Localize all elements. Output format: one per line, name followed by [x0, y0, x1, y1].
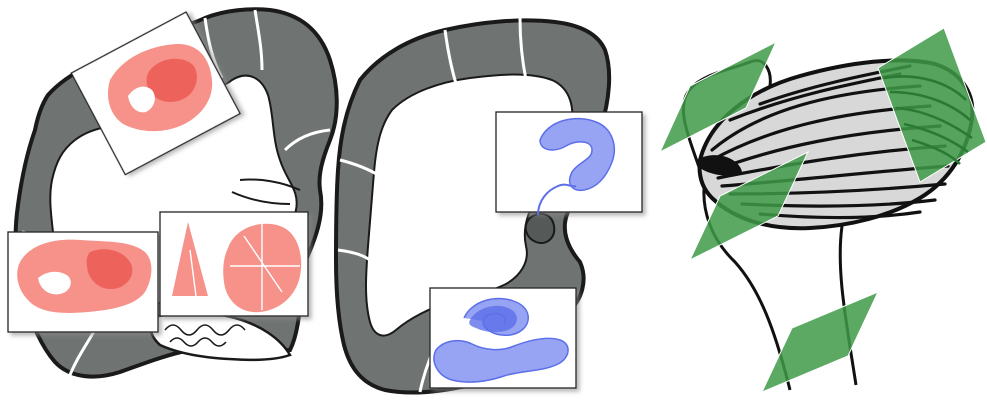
coronal-section-panel [336, 18, 642, 392]
ventricle [526, 214, 555, 243]
red-region-left [17, 240, 151, 313]
plane-bottom [762, 292, 878, 392]
fiber-bundle-panel [660, 28, 986, 392]
sagittal-section-panel [8, 9, 337, 376]
